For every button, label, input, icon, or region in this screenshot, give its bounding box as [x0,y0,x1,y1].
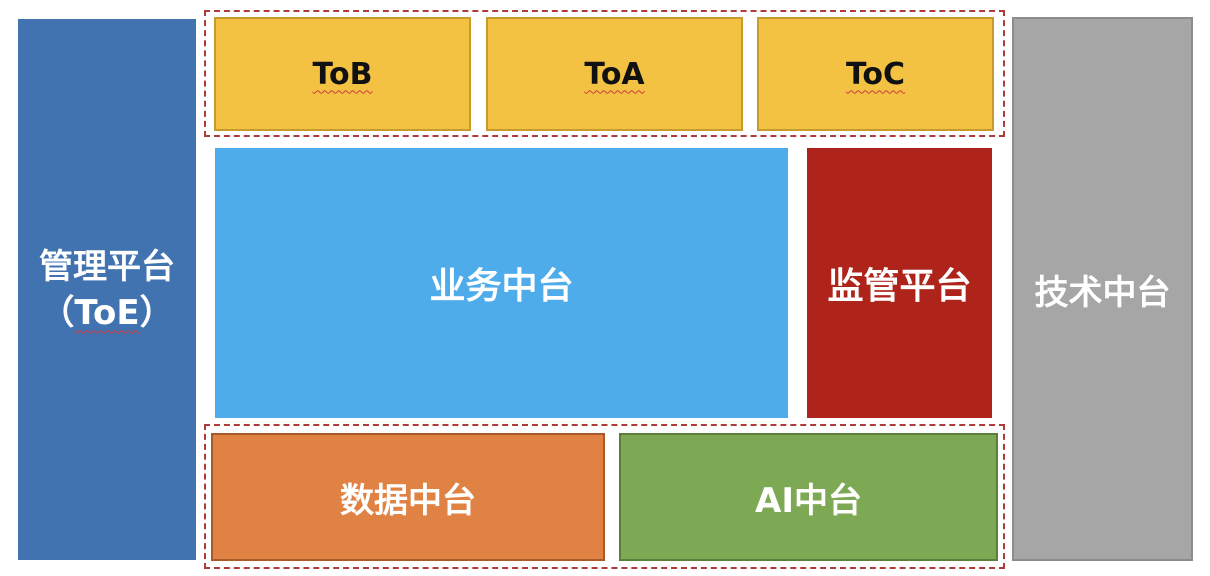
management-platform-block: 管理平台 （ToE） [18,19,196,560]
ai-platform-label: AI中台 [755,480,862,521]
tech-platform-label: 技术中台 [1034,272,1171,313]
management-platform-sublabel: （ToE） [40,290,173,336]
client-box-toa: ToA [486,17,743,131]
client-box-tob-label: ToB [312,56,373,92]
tech-platform-block: 技术中台 [1012,17,1193,561]
business-platform-block: 业务中台 [215,148,788,418]
toe-term: ToE [74,292,140,333]
supervision-platform-block: 监管平台 [807,148,992,418]
client-box-toc: ToC [757,17,994,131]
close-paren: ） [139,292,174,333]
ai-platform-block: AI中台 [619,433,998,561]
data-platform-label: 数据中台 [340,480,476,521]
business-platform-label: 业务中台 [429,266,574,307]
bottom-platforms-group [204,424,1005,569]
data-platform-block: 数据中台 [211,433,605,561]
management-platform-label: 管理平台 [39,246,175,287]
supervision-platform-label: 监管平台 [827,266,972,307]
client-box-tob: ToB [214,17,471,131]
open-paren: （ [40,292,75,333]
client-box-toa-label: ToA [584,56,645,92]
client-box-toc-label: ToC [845,56,906,92]
client-types-group [204,10,1005,137]
